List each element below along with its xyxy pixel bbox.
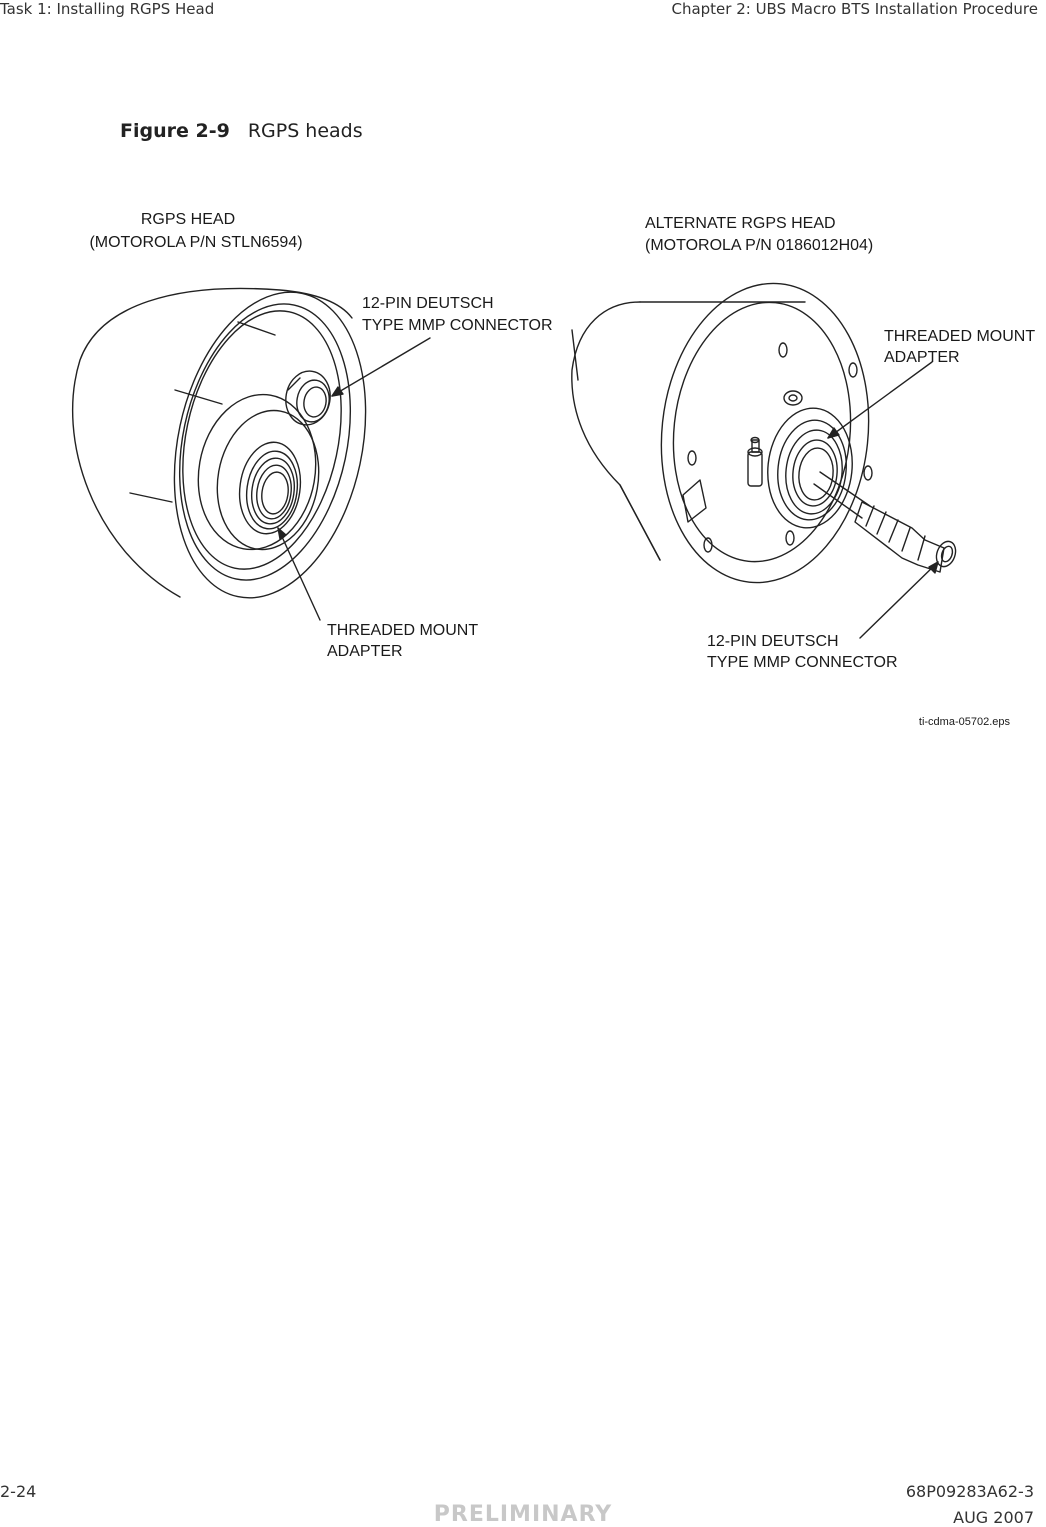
line-drawing: RGPS HEAD (MOTOROLA P/N STLN6594) 12-PIN… [72,211,1035,728]
running-header-chapter: Chapter 2: UBS Macro BTS Installation Pr… [671,0,1038,18]
left-head-title-line2: (MOTOROLA P/N STLN6594) [89,234,302,251]
page-number: 2-24 [0,1482,37,1501]
preliminary-watermark: PRELIMINARY [433,1502,613,1527]
right-adapter-label-line1: THREADED MOUNT [884,328,1035,345]
figure-file-id: ti-cdma-05702.eps [919,716,1011,728]
document-number: 68P09283A62-3 [905,1482,1034,1501]
left-adapter-label-line1: THREADED MOUNT [327,622,478,639]
right-head-title-line1: ALTERNATE RGPS HEAD [645,215,836,232]
figure-number: Figure 2-9 [120,120,230,142]
right-connector-label-line2: TYPE MMP CONNECTOR [707,654,898,671]
figure-title: RGPS heads [247,120,363,142]
left-adapter-label-line2: ADAPTER [327,643,403,660]
rgps-head-drawing [72,287,431,621]
right-connector-label-line1: 12-PIN DEUTSCH [707,633,839,650]
publication-date: AUG 2007 [953,1508,1034,1527]
left-connector-label-line1: 12-PIN DEUTSCH [362,295,494,312]
right-adapter-label-line2: ADAPTER [884,349,960,366]
running-header-task: Task 1: Installing RGPS Head [0,0,215,18]
figure-caption: Figure 2-9 RGPS heads [120,120,363,142]
left-head-title-line1: RGPS HEAD [141,211,235,228]
rgps-heads-illustration: RGPS HEAD (MOTOROLA P/N STLN6594) 12-PIN… [0,190,1046,750]
alternate-rgps-head-drawing [571,282,957,639]
left-connector-label-line2: TYPE MMP CONNECTOR [362,317,553,334]
right-head-title-line2: (MOTOROLA P/N 0186012H04) [645,237,873,254]
